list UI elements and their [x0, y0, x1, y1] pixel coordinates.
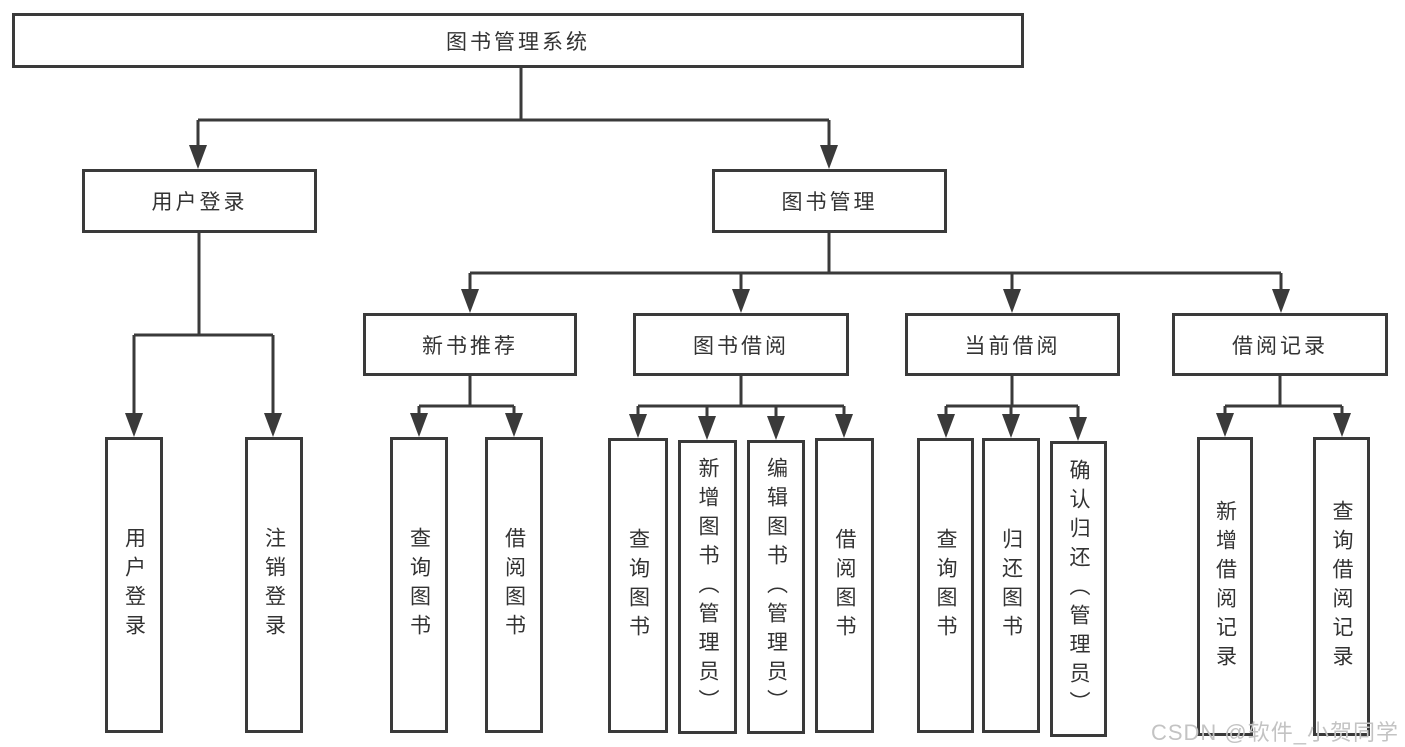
leaf-add-borrowing-record: 新增借阅记录	[1197, 437, 1253, 736]
leaf-borrow-books-recommend: 借阅图书	[485, 437, 543, 733]
leaf-add-books-admin: 新增图书（管理员）	[678, 440, 737, 734]
node-current-borrowing: 当前借阅	[905, 313, 1120, 376]
leaf-edit-books-admin: 编辑图书（管理员）	[747, 440, 805, 734]
node-new-book-recommendation: 新书推荐	[363, 313, 577, 376]
leaf-query-books-current: 查询图书	[917, 438, 974, 733]
leaf-confirm-return-admin: 确认归还（管理员）	[1050, 441, 1107, 737]
leaf-query-books-recommend: 查询图书	[390, 437, 448, 733]
leaf-query-books-borrowing: 查询图书	[608, 438, 668, 733]
leaf-logout: 注销登录	[245, 437, 303, 733]
node-borrowing-records: 借阅记录	[1172, 313, 1388, 376]
leaf-borrow-books-borrowing: 借阅图书	[815, 438, 874, 733]
node-book-borrowing: 图书借阅	[633, 313, 849, 376]
leaf-user-login: 用户登录	[105, 437, 163, 733]
node-user-login: 用户登录	[82, 169, 317, 233]
leaf-return-books: 归还图书	[982, 438, 1040, 733]
csdn-watermark: CSDN @软件_小贺同学	[1150, 720, 1399, 745]
node-book-management-system: 图书管理系统	[12, 13, 1024, 68]
leaf-query-borrowing-record: 查询借阅记录	[1313, 437, 1370, 736]
node-book-management: 图书管理	[712, 169, 947, 233]
